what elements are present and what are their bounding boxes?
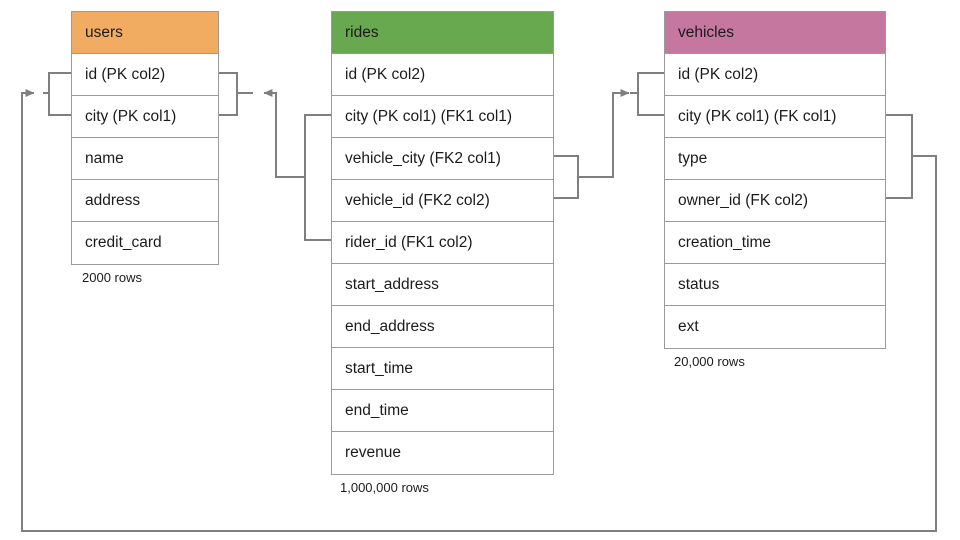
table-vehicles-row-count: 20,000 rows (674, 354, 745, 369)
table-rides-column-1[interactable]: city (PK col1) (FK1 col1) (332, 96, 553, 138)
table-users[interactable]: users id (PK col2) city (PK col1) name a… (71, 11, 219, 265)
connector-rides-fk1-to-users (219, 72, 331, 241)
table-users-header: users (72, 12, 218, 54)
table-users-title: users (85, 24, 123, 41)
table-rides-column-3[interactable]: vehicle_id (FK2 col2) (332, 180, 553, 222)
table-users-column-1[interactable]: city (PK col1) (72, 96, 218, 138)
connector-rides-fk2-to-vehicles (554, 72, 664, 199)
table-rides-column-6[interactable]: end_address (332, 306, 553, 348)
table-rides-column-4[interactable]: rider_id (FK1 col2) (332, 222, 553, 264)
table-vehicles[interactable]: vehicles id (PK col2) city (PK col1) (FK… (664, 11, 886, 349)
table-rides-column-8[interactable]: end_time (332, 390, 553, 432)
table-vehicles-column-3[interactable]: owner_id (FK col2) (665, 180, 885, 222)
table-rides-title: rides (345, 24, 379, 41)
table-vehicles-column-6[interactable]: ext (665, 306, 885, 348)
table-vehicles-column-0[interactable]: id (PK col2) (665, 54, 885, 96)
table-users-column-0[interactable]: id (PK col2) (72, 54, 218, 96)
table-vehicles-header: vehicles (665, 12, 885, 54)
table-vehicles-column-1[interactable]: city (PK col1) (FK col1) (665, 96, 885, 138)
table-rides-column-0[interactable]: id (PK col2) (332, 54, 553, 96)
table-rides-column-2[interactable]: vehicle_city (FK2 col1) (332, 138, 553, 180)
table-rides-header: rides (332, 12, 553, 54)
table-users-row-count: 2000 rows (82, 270, 142, 285)
table-rides-column-9[interactable]: revenue (332, 432, 553, 474)
table-rides-row-count: 1,000,000 rows (340, 480, 429, 495)
table-users-column-3[interactable]: address (72, 180, 218, 222)
table-users-column-2[interactable]: name (72, 138, 218, 180)
table-vehicles-title: vehicles (678, 24, 734, 41)
table-rides-column-5[interactable]: start_address (332, 264, 553, 306)
table-vehicles-column-2[interactable]: type (665, 138, 885, 180)
table-vehicles-column-4[interactable]: creation_time (665, 222, 885, 264)
table-rides-column-7[interactable]: start_time (332, 348, 553, 390)
table-vehicles-column-5[interactable]: status (665, 264, 885, 306)
table-rides[interactable]: rides id (PK col2) city (PK col1) (FK1 c… (331, 11, 554, 475)
table-users-column-4[interactable]: credit_card (72, 222, 218, 264)
